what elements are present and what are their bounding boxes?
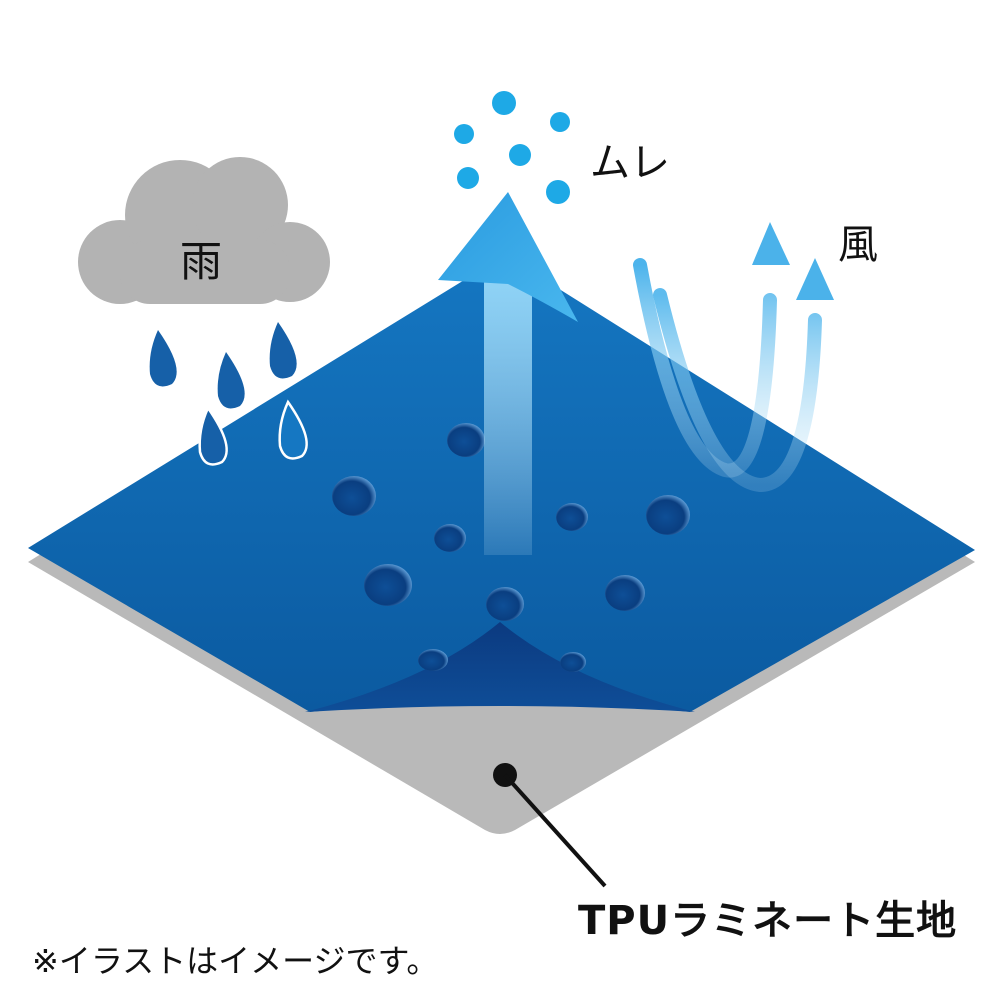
vapor-dot-icon [492, 91, 516, 115]
cloud-icon [78, 157, 330, 304]
fabric-label: TPUラミネート生地 [578, 898, 958, 944]
raindrops [149, 322, 308, 466]
wind-arrow-head [796, 258, 834, 300]
pointer [493, 763, 607, 888]
fabric-fold [305, 622, 695, 712]
wind-arrow-head [752, 222, 790, 265]
vapor-dot-icon [509, 144, 531, 166]
water-bead-icon [556, 503, 588, 531]
water-beads [332, 423, 690, 672]
raindrop-icon [278, 399, 308, 460]
water-bead-icon [364, 564, 412, 606]
water-bead-icon [418, 649, 448, 671]
pointer-line [503, 773, 607, 888]
water-bead-icon [332, 476, 376, 516]
water-bead-icon [646, 495, 690, 535]
vapor-dot-icon [550, 112, 570, 132]
rain-label: 雨 [180, 237, 223, 286]
image-note: ※イラストはイメージです。 [32, 942, 439, 980]
raindrop-icon [269, 322, 297, 379]
vapor-dots [454, 91, 570, 204]
up-arrow-icon [438, 192, 578, 555]
water-bead-icon [447, 423, 485, 457]
wind-label: 風 [838, 222, 878, 268]
water-bead-icon [605, 575, 645, 611]
vapor-dot-icon [457, 167, 479, 189]
water-bead-icon [434, 524, 466, 552]
raindrop-icon [149, 330, 177, 387]
vapor-dot-icon [454, 124, 474, 144]
raindrop-icon [217, 352, 245, 409]
vapor-dot-icon [546, 180, 570, 204]
water-bead-icon [560, 652, 586, 672]
humidity-label: ムレ [590, 140, 670, 186]
raindrop-icon [198, 405, 228, 466]
wind-arrow-icon [633, 258, 822, 493]
water-bead-icon [486, 587, 524, 621]
